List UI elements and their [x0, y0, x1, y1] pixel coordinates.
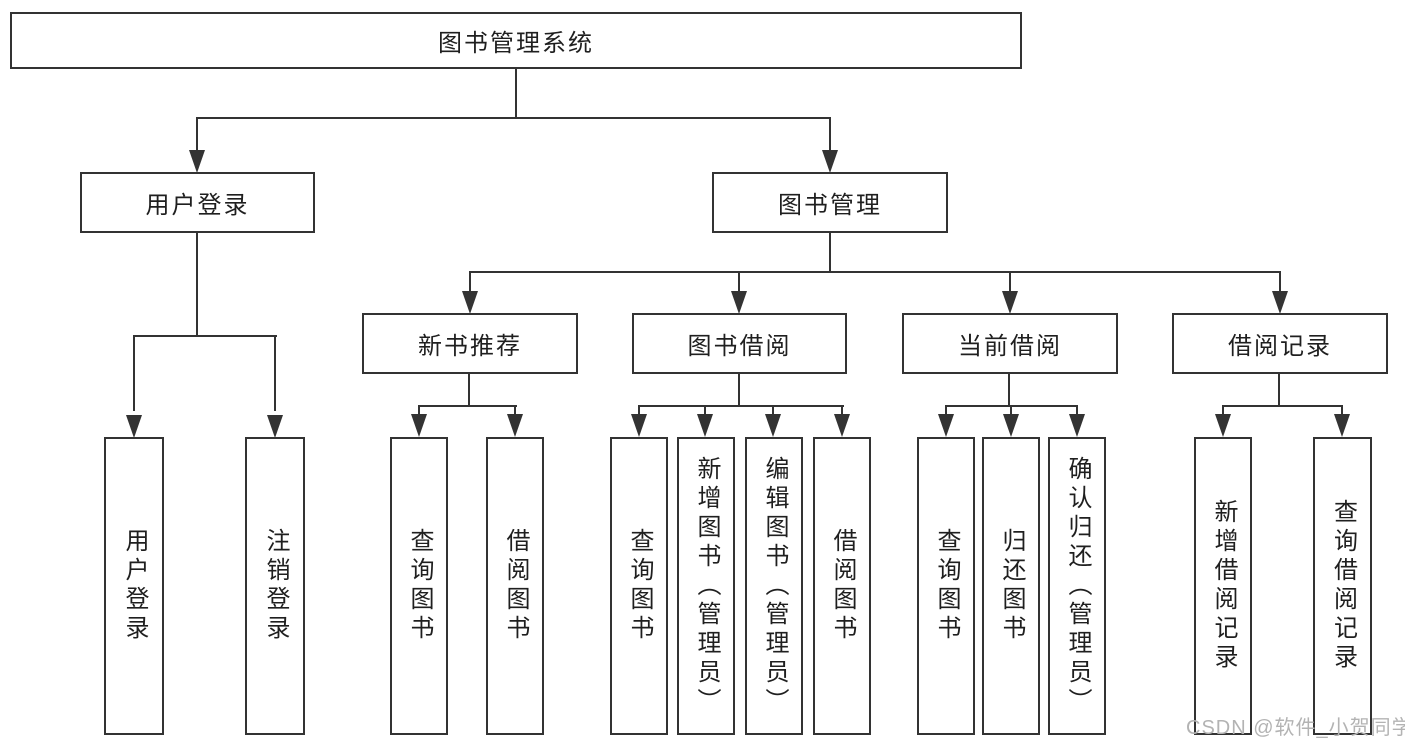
arrow-down-icon	[1272, 291, 1288, 314]
connector-bar	[1222, 405, 1343, 407]
node-leaf-borrow-books: 借阅图书	[813, 437, 871, 735]
connector-stem	[1278, 374, 1280, 407]
node-label: 用户登录	[145, 192, 250, 219]
node-leaf-confirm-return-admin: 确认归还（管理员）	[1048, 437, 1106, 735]
connector-shaft	[772, 405, 774, 416]
arrow-down-icon	[731, 291, 747, 314]
arrow-down-icon	[1334, 414, 1350, 437]
connector-stem	[196, 233, 198, 337]
arrow-down-icon	[1003, 414, 1019, 437]
node-label: 归还图书	[998, 528, 1025, 644]
node-current-borrowing: 当前借阅	[902, 313, 1118, 374]
node-label: 借阅图书	[829, 528, 856, 644]
arrow-down-icon	[411, 414, 427, 437]
node-leaf-borrow-books-recommend: 借阅图书	[486, 437, 544, 735]
connector-bar	[469, 271, 1281, 273]
node-label: 查询图书	[406, 528, 433, 644]
node-label: 注销登录	[262, 528, 289, 644]
node-label: 新增借阅记录	[1210, 499, 1237, 673]
node-label: 新增图书（管理员）	[693, 455, 720, 717]
connector-stem	[738, 374, 740, 407]
connector-shaft	[418, 405, 420, 416]
node-label: 图书管理	[778, 192, 882, 219]
connector-bar	[638, 405, 844, 407]
node-user-login-group: 用户登录	[80, 172, 315, 233]
node-label: 确认归还（管理员）	[1064, 455, 1091, 717]
node-book-management: 图书管理	[712, 172, 948, 233]
node-leaf-return-books: 归还图书	[982, 437, 1040, 735]
node-label: 当前借阅	[958, 333, 1062, 360]
watermark: CSDN @软件_小贺同学	[1186, 717, 1405, 739]
node-label: 查询图书	[933, 528, 960, 644]
node-borrow-records: 借阅记录	[1172, 313, 1388, 374]
connector-shaft	[514, 405, 516, 416]
connector-shaft	[469, 271, 471, 293]
connector-shaft	[1009, 271, 1011, 293]
node-leaf-query-books-recommend: 查询图书	[390, 437, 448, 735]
connector-shaft	[1010, 405, 1012, 416]
connector-shaft	[829, 117, 831, 154]
arrow-down-icon	[1069, 414, 1085, 437]
connector-shaft	[1279, 271, 1281, 293]
arrow-down-icon	[1215, 414, 1231, 437]
arrow-down-icon	[697, 414, 713, 437]
arrow-down-icon	[765, 414, 781, 437]
connector-bar	[133, 335, 277, 337]
node-label: 查询借阅记录	[1329, 499, 1357, 673]
node-leaf-edit-books-admin: 编辑图书（管理员）	[745, 437, 803, 735]
connector-stem	[468, 374, 470, 407]
node-label: 图书借阅	[687, 333, 792, 360]
connector-shaft	[133, 335, 135, 411]
node-leaf-query-borrow-record: 查询借阅记录	[1313, 437, 1372, 735]
connector-shaft	[738, 271, 740, 293]
connector-shaft	[274, 335, 276, 411]
connector-shaft	[1076, 405, 1078, 416]
node-label: 新书推荐	[418, 333, 522, 360]
node-label: 图书管理系统	[438, 30, 594, 57]
connector-shaft	[1222, 405, 1224, 416]
arrow-down-icon	[938, 414, 954, 437]
connector-shaft	[196, 117, 198, 154]
node-label: 借阅图书	[502, 528, 529, 644]
arrow-down-icon	[267, 415, 283, 438]
node-leaf-user-login: 用户登录	[104, 437, 164, 735]
connector-shaft	[841, 405, 843, 416]
node-new-book-recommend: 新书推荐	[362, 313, 578, 374]
node-label: 借阅记录	[1228, 333, 1332, 360]
node-leaf-add-books-admin: 新增图书（管理员）	[677, 437, 735, 735]
node-label: 用户登录	[121, 528, 148, 644]
connector-stem	[1008, 374, 1010, 407]
connector-bar	[418, 405, 517, 407]
node-leaf-add-borrow-record: 新增借阅记录	[1194, 437, 1252, 735]
connector-stem	[829, 233, 831, 273]
arrow-down-icon	[834, 414, 850, 437]
connector-bar	[196, 117, 831, 119]
arrow-down-icon	[1002, 291, 1018, 314]
connector-stem	[515, 68, 517, 118]
arrow-down-icon	[126, 415, 142, 438]
node-leaf-query-books-current: 查询图书	[917, 437, 975, 735]
node-library-management-system: 图书管理系统	[10, 12, 1022, 69]
connector-shaft	[1341, 405, 1343, 416]
node-label: 编辑图书（管理员）	[761, 455, 788, 717]
node-leaf-logout: 注销登录	[245, 437, 305, 735]
node-leaf-query-books-borrowing: 查询图书	[610, 437, 668, 735]
arrow-down-icon	[189, 150, 205, 173]
connector-shaft	[704, 405, 706, 416]
arrow-down-icon	[507, 414, 523, 437]
node-label: 查询图书	[626, 528, 653, 644]
arrow-down-icon	[462, 291, 478, 314]
node-book-borrowing: 图书借阅	[632, 313, 847, 374]
connector-shaft	[945, 405, 947, 416]
connector-shaft	[638, 405, 640, 416]
arrow-down-icon	[631, 414, 647, 437]
arrow-down-icon	[822, 150, 838, 173]
